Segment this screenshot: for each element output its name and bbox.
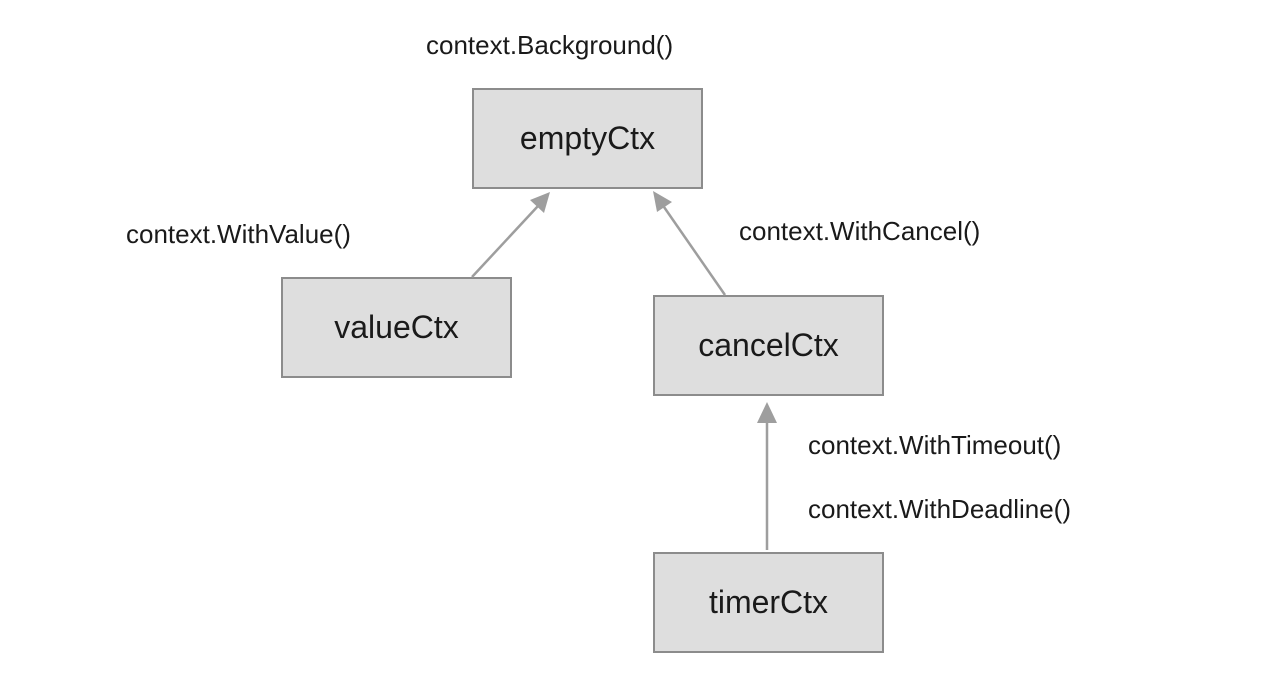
edge-value-to-empty-arrowhead: [530, 192, 550, 213]
edge-cancel-to-empty: [653, 191, 727, 296]
edge-timer-to-cancel: [757, 402, 777, 550]
node-value-ctx: valueCtx: [281, 277, 512, 378]
node-timer-ctx: timerCtx: [653, 552, 884, 653]
with-value-label: context.WithValue(): [126, 219, 351, 249]
node-empty-ctx-label: emptyCtx: [520, 120, 655, 156]
edge-cancel-to-empty-line: [662, 206, 727, 296]
node-empty-ctx-box: [472, 88, 703, 189]
node-cancel-ctx-label: cancelCtx: [698, 327, 839, 363]
node-timer-ctx-label: timerCtx: [709, 584, 828, 620]
with-cancel-label: context.WithCancel(): [739, 216, 980, 246]
node-cancel-ctx-box: [653, 295, 884, 396]
with-deadline-label: context.WithDeadline(): [808, 494, 1071, 524]
node-empty-ctx: emptyCtx: [472, 88, 703, 189]
edge-cancel-to-empty-arrowhead: [653, 191, 672, 212]
edge-timer-to-cancel-arrowhead: [757, 402, 777, 423]
node-value-ctx-box: [281, 277, 512, 378]
node-timer-ctx-box: [653, 552, 884, 653]
node-cancel-ctx: cancelCtx: [653, 295, 884, 396]
with-timeout-label: context.WithTimeout(): [808, 430, 1061, 460]
node-value-ctx-label: valueCtx: [334, 309, 459, 345]
edge-value-to-empty: [471, 192, 550, 278]
background-label: context.Background(): [426, 30, 673, 60]
edge-value-to-empty-line: [471, 205, 539, 278]
